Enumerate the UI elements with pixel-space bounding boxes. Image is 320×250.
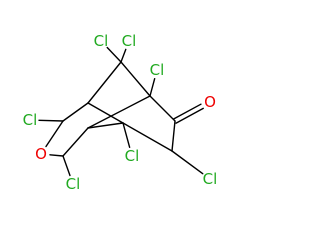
- bond-c_chloro_methine-cl_right: [171, 150, 204, 175]
- bond-c_bridge-cl_bridge_left: [106, 46, 122, 63]
- bond-c_bridge-c_ring_top: [87, 61, 122, 104]
- bond-c_carbonyl-o_ketone-a: [175, 107, 204, 124]
- bond-c_bridge-c_bridgehead_top: [120, 61, 151, 97]
- bond-c_lower_left-o_ring: [49, 154, 64, 157]
- atom-label-cl-bridgehead-top: Cl: [150, 61, 165, 79]
- bond-c_bridgehead_top-c_carbonyl: [149, 95, 176, 122]
- bond-c_upper_left-o_ring: [45, 120, 64, 148]
- atom-label-cl-bridge-left: Cl: [94, 32, 109, 50]
- bond-c_bridge-cl_bridge_right: [120, 48, 127, 63]
- atom-label-cl-upper-left: Cl: [23, 111, 38, 129]
- bond-c_bridgehead_top-cl_bridgehead_top: [149, 77, 156, 97]
- atom-label-cl-bridge-right: Cl: [122, 32, 137, 50]
- bond-c_bridgehead_bottom-c_ring_bottom: [87, 122, 124, 129]
- bond-layer: [38, 46, 204, 177]
- atom-label-cl-right: Cl: [203, 170, 218, 188]
- bond-c_lower_left-cl_lower_left: [62, 155, 71, 177]
- bond-c_bridgehead_top-c_ring_bottom: [87, 95, 151, 129]
- bond-c_ring_top-c_bridgehead_bottom: [87, 102, 124, 124]
- bond-c_carbonyl-c_chloro_methine: [171, 120, 176, 152]
- bond-c_carbonyl-o_ketone-b: [173, 103, 202, 120]
- atom-label-cl-bridgehead-bottom: Cl: [125, 147, 140, 165]
- bond-c_bridgehead_bottom-cl_bridgehead_bottom: [122, 122, 131, 149]
- bond-c_chloro_methine-c_bridgehead_bottom: [122, 122, 173, 152]
- bond-c_ring_bottom-c_lower_left: [62, 127, 89, 157]
- atom-label-o-ketone: O: [204, 93, 216, 111]
- atom-label-o-ring: O: [35, 145, 47, 163]
- atom-label-cl-lower-left: Cl: [66, 175, 81, 193]
- bond-c_upper_left-cl_upper_left: [38, 119, 64, 122]
- bond-c_ring_top-c_upper_left: [62, 102, 89, 122]
